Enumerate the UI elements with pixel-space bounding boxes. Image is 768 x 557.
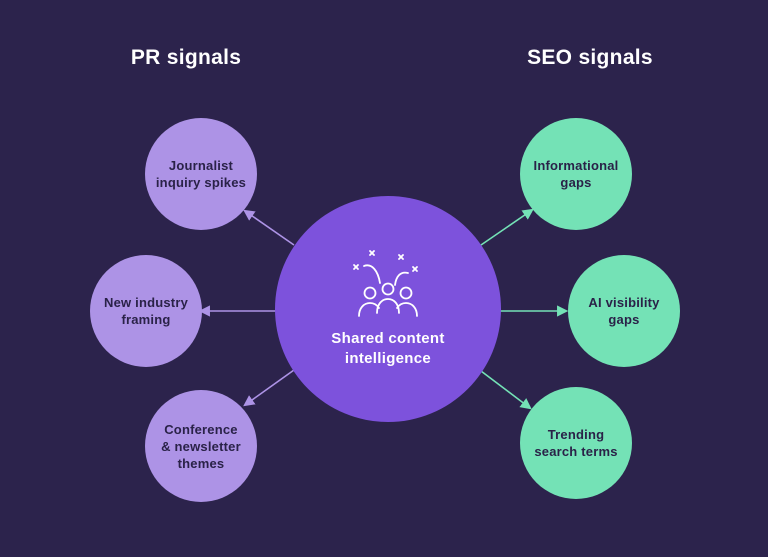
arrow-to-informational-gaps bbox=[480, 208, 534, 246]
team-celebration-icon bbox=[353, 250, 418, 317]
pr-node-label: Conference & newsletter themes bbox=[161, 421, 241, 471]
pr-signals-heading: PR signals bbox=[130, 46, 242, 69]
pr-node-journalist-inquiry-spikes: Journalist inquiry spikes bbox=[145, 118, 257, 230]
seo-signals-heading: SEO signals bbox=[527, 46, 653, 69]
center-node-label: Shared content intelligence bbox=[331, 330, 445, 367]
pr-node-label: Journalist inquiry spikes bbox=[155, 158, 247, 190]
seo-node-label: Trending search terms bbox=[534, 427, 618, 459]
seo-node-label: Informational gaps bbox=[533, 158, 619, 190]
seo-node-label: AI visibility gaps bbox=[588, 295, 660, 327]
pr-node-new-industry-framing: New industry framing bbox=[90, 255, 202, 367]
seo-node-informational-gaps: Informational gaps bbox=[520, 118, 632, 230]
pr-node-conference-newsletter-themes: Conference & newsletter themes bbox=[145, 390, 257, 502]
seo-node-ai-visibility-gaps: AI visibility gaps bbox=[568, 255, 680, 367]
arrow-to-conference-themes bbox=[243, 369, 295, 407]
pr-node-label: New industry framing bbox=[103, 295, 189, 327]
seo-node-trending-search-terms: Trending search terms bbox=[520, 387, 632, 499]
arrow-to-trending-search-terms bbox=[480, 370, 532, 410]
arrow-to-journalist-inquiry bbox=[243, 209, 295, 246]
center-node-shared-content-intelligence: Shared content intelligence bbox=[275, 196, 501, 422]
